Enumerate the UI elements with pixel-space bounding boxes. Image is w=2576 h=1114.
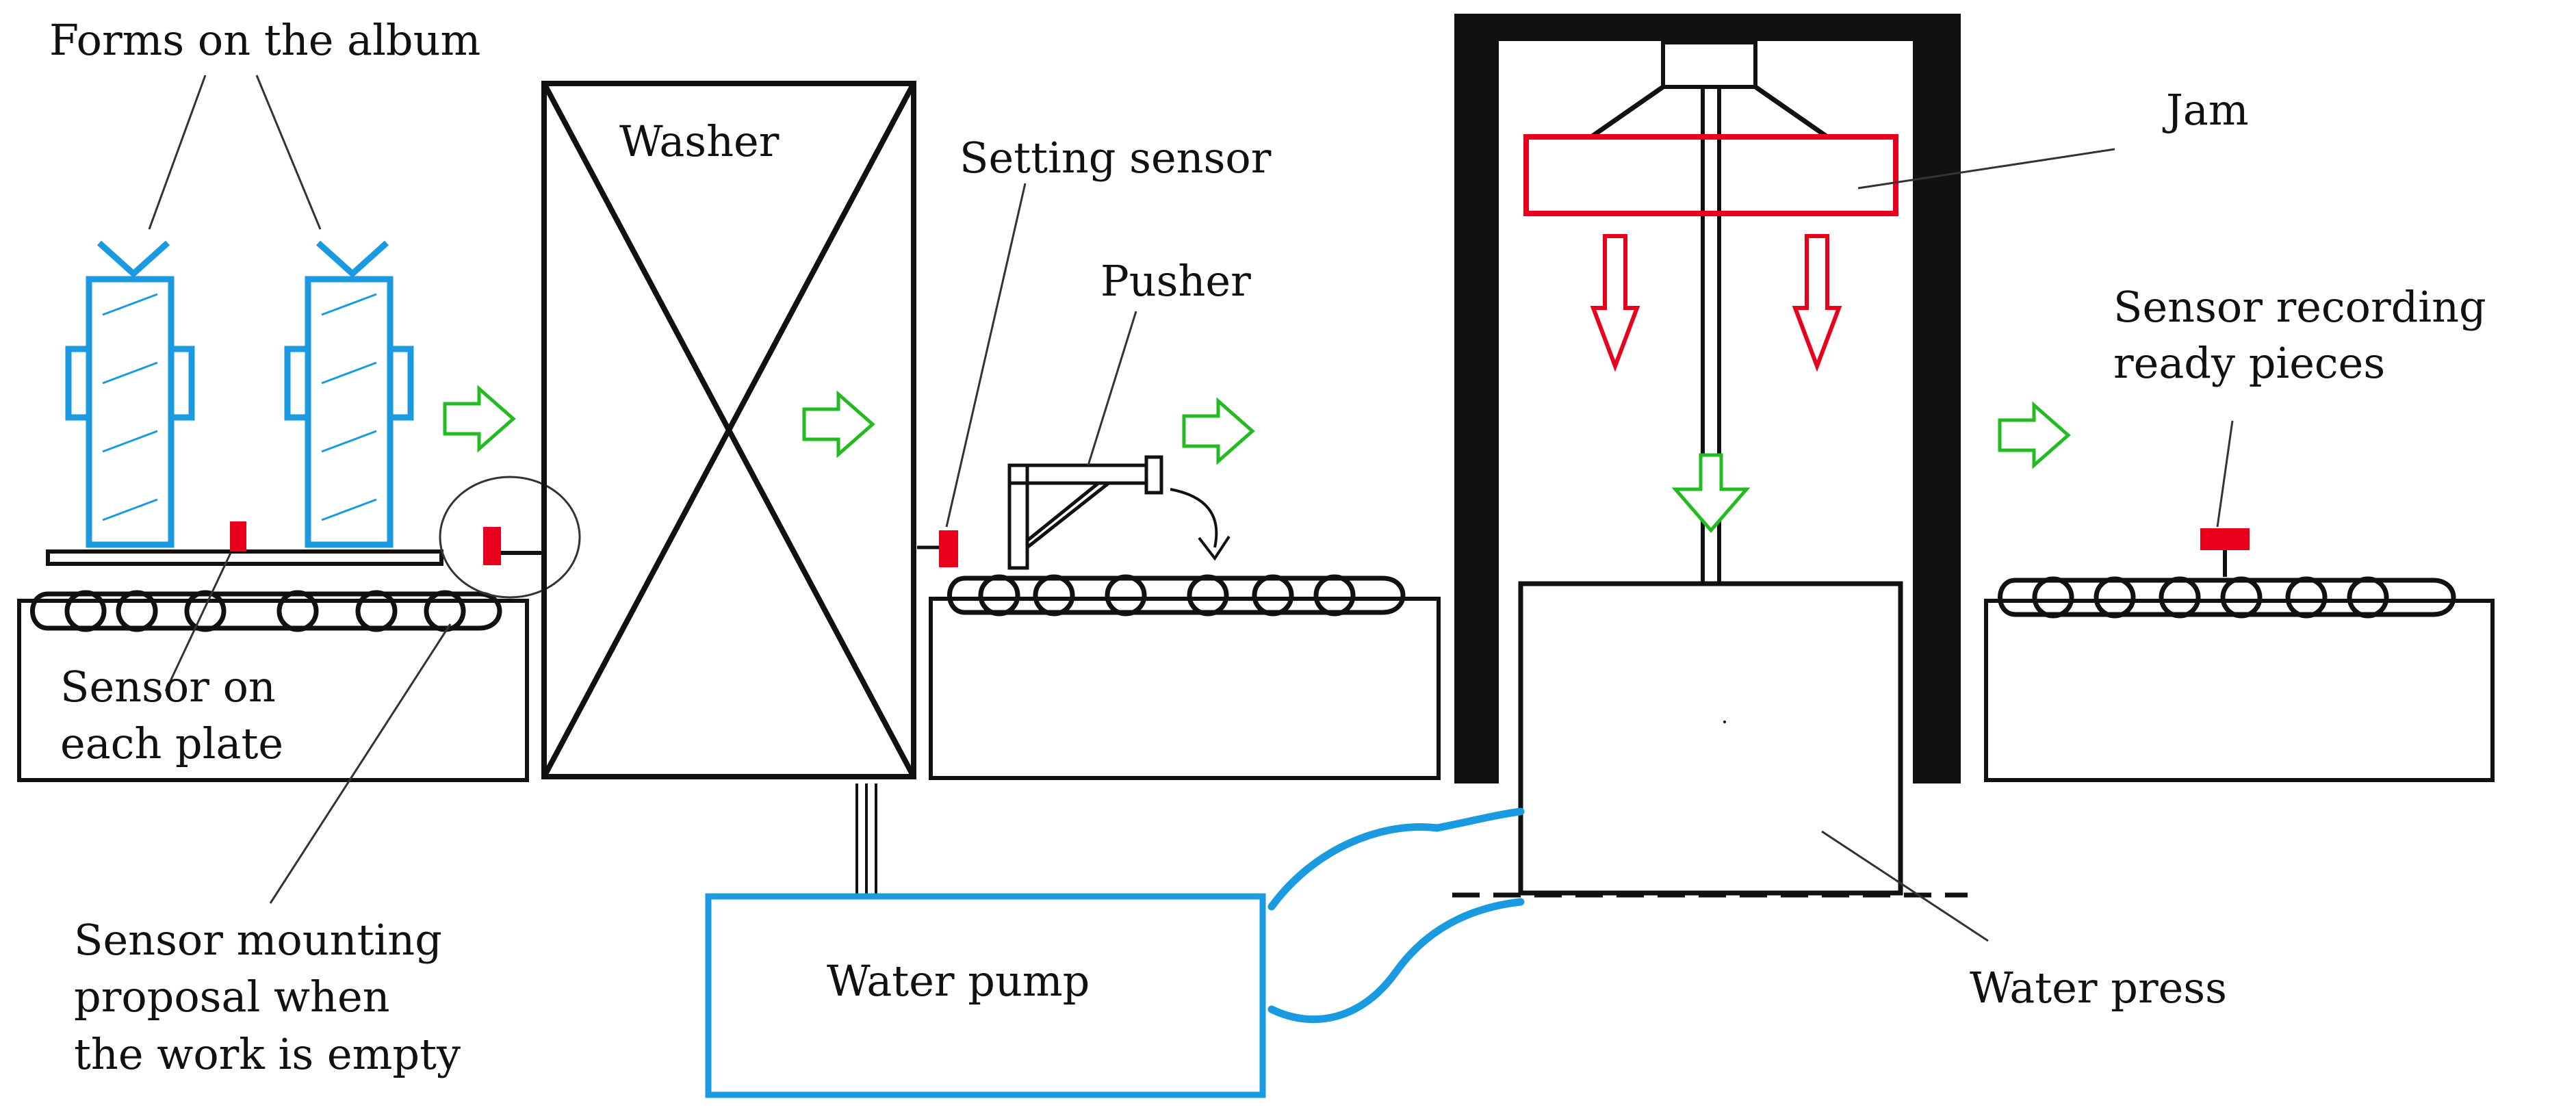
leader-lines [148,75,2234,942]
label-pusher: Pusher [1100,256,1251,306]
label-water-pump: Water pump [827,956,1090,1006]
press-arrows [1590,234,1842,372]
label-forms: Forms on the album [49,15,480,65]
plate-sensor [230,521,246,552]
album-form-2 [284,240,414,548]
label-sensor-plate-1: Sensor on [60,662,276,712]
labels: Forms on the album Washer Setting sensor… [49,15,2486,1079]
conveyor-3 [1984,576,2495,782]
conveyor-1 [17,590,529,782]
label-sensor-plate-2: each plate [60,718,283,768]
proposal-sensor [439,476,581,599]
label-proposal-1: Sensor mounting [74,915,442,965]
flow-arrows [443,385,2071,533]
washer [541,81,916,779]
album-form-1 [65,240,195,548]
jam-block [1523,134,1898,216]
setting-sensor [917,530,958,567]
label-jam: Jam [2162,85,2249,135]
water-pump [705,893,1266,1098]
press-frame [1454,14,1961,783]
label-water-press: Water press [1970,963,2227,1013]
washer-pipe [855,783,877,896]
label-washer: Washer [619,116,780,166]
label-sensor-ready-2: ready pieces [2113,338,2385,388]
label-proposal-2: proposal when [74,972,390,1022]
label-setting-sensor: Setting sensor [959,133,1272,183]
label-proposal-3: the work is empty [74,1029,461,1079]
pusher [1007,455,1231,570]
water-pipes [1267,807,1525,1024]
album-plate [46,549,443,566]
label-sensor-ready-1: Sensor recording [2113,282,2486,332]
water-press [1452,581,1968,898]
conveyor-2 [929,574,1441,780]
ready-pieces-sensor [2200,528,2250,577]
